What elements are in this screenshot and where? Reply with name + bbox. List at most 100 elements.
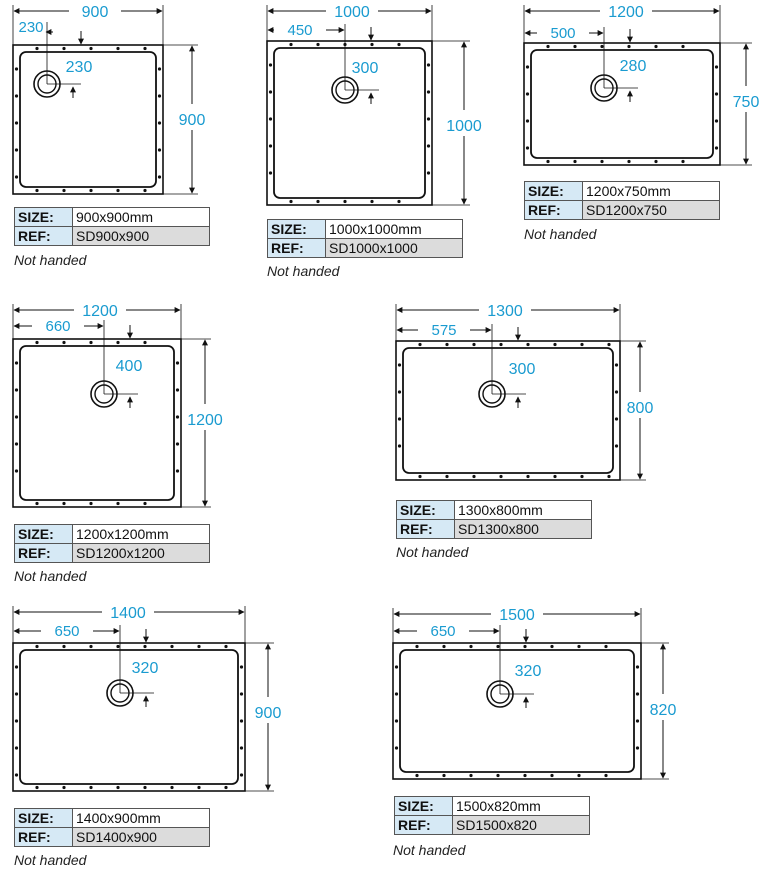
fixing-hole [14,175,19,179]
tray-inner-edge [19,649,239,785]
fixing-hole [654,159,658,164]
fixing-hole [89,340,93,345]
fixing-hole [239,665,244,669]
fixing-hole [418,474,422,479]
fixing-holes [525,44,719,164]
tray-outline [523,42,721,166]
fixing-hole [14,746,19,750]
tray-inner-edge [273,47,426,199]
fixing-hole [525,146,530,150]
fixing-hole [546,159,550,164]
fixing-hole [14,719,19,723]
fixing-hole [426,144,431,148]
width-label: 1500 [499,607,535,624]
fixing-hole [35,340,39,345]
depth-label: 900 [179,112,206,129]
ref-value: SD1300x800 [454,519,592,539]
fixing-hole [550,644,554,649]
fixing-hole [14,67,19,71]
fixing-hole [573,159,577,164]
size-value: 1200x1200mm [72,524,210,544]
fixing-hole [614,444,619,448]
fixing-hole [394,746,399,750]
fixing-hole [224,644,228,649]
size-value: 900x900mm [72,207,210,227]
ref-value: SD1200x1200 [72,543,210,563]
fixing-holes [268,42,431,204]
size-row: SIZE:900x900mm [14,207,210,227]
handing-note: Not handed [14,568,87,584]
fixing-hole [472,474,476,479]
width-label: 1000 [334,4,370,21]
depth-label: 820 [650,702,677,719]
handing-note: Not handed [14,852,87,868]
tray-outline [12,642,246,792]
fixing-hole [394,665,399,669]
fixing-hole [289,42,293,47]
handing-note: Not handed [14,252,87,268]
fixing-hole [62,644,66,649]
fixing-hole [445,474,449,479]
fixing-hole [426,171,431,175]
depth-label: 750 [733,94,760,111]
fixing-hole [14,121,19,125]
fixing-hole [635,719,640,723]
fixing-hole [526,474,530,479]
outlet-y-offset-label: 320 [515,663,542,680]
fixing-hole [62,188,66,193]
fixing-hole [89,644,93,649]
fixing-hole [157,148,162,152]
fixing-hole [553,474,557,479]
size-row: SIZE:1200x1200mm [14,524,210,544]
fixing-hole [496,773,500,778]
fixing-hole [14,94,19,98]
tray-inner-edge [530,49,714,159]
fixing-hole [116,501,120,506]
size-row: SIZE:1400x900mm [14,808,210,828]
fixing-hole [175,469,180,473]
fixing-hole [157,94,162,98]
fixing-hole [397,42,401,47]
fixing-hole [143,644,147,649]
ref-value: SD1400x900 [72,827,210,847]
fixing-hole [268,90,273,94]
depth-label: 1200 [187,412,223,429]
handing-note: Not handed [396,544,469,560]
fixing-holes [14,46,162,193]
ref-key: REF: [14,226,73,246]
fixing-hole [604,773,608,778]
ref-key: REF: [394,815,453,835]
fixing-hole [268,171,273,175]
size-key: SIZE: [394,796,453,816]
fixing-hole [62,340,66,345]
fixing-hole [143,46,147,51]
fixing-hole [35,46,39,51]
fixing-hole [442,644,446,649]
ref-row: REF:SD1000x1000 [267,238,463,258]
fixing-hole [157,67,162,71]
size-value: 1000x1000mm [325,219,463,239]
ref-value: SD1200x750 [582,200,720,220]
outlet-y-offset-label: 320 [132,660,159,677]
size-key: SIZE: [14,524,73,544]
width-label: 1200 [82,303,118,320]
size-value: 1300x800mm [454,500,592,520]
fixing-hole [397,444,402,448]
fixing-hole [14,388,19,392]
ref-value: SD900x900 [72,226,210,246]
fixing-hole [607,342,611,347]
fixing-hole [397,363,402,367]
fixing-hole [526,342,530,347]
fixing-hole [681,44,685,49]
fixing-hole [35,644,39,649]
fixing-hole [627,44,631,49]
fixing-hole [525,65,530,69]
ref-row: REF:SD1300x800 [396,519,592,539]
fixing-holes [397,342,619,479]
